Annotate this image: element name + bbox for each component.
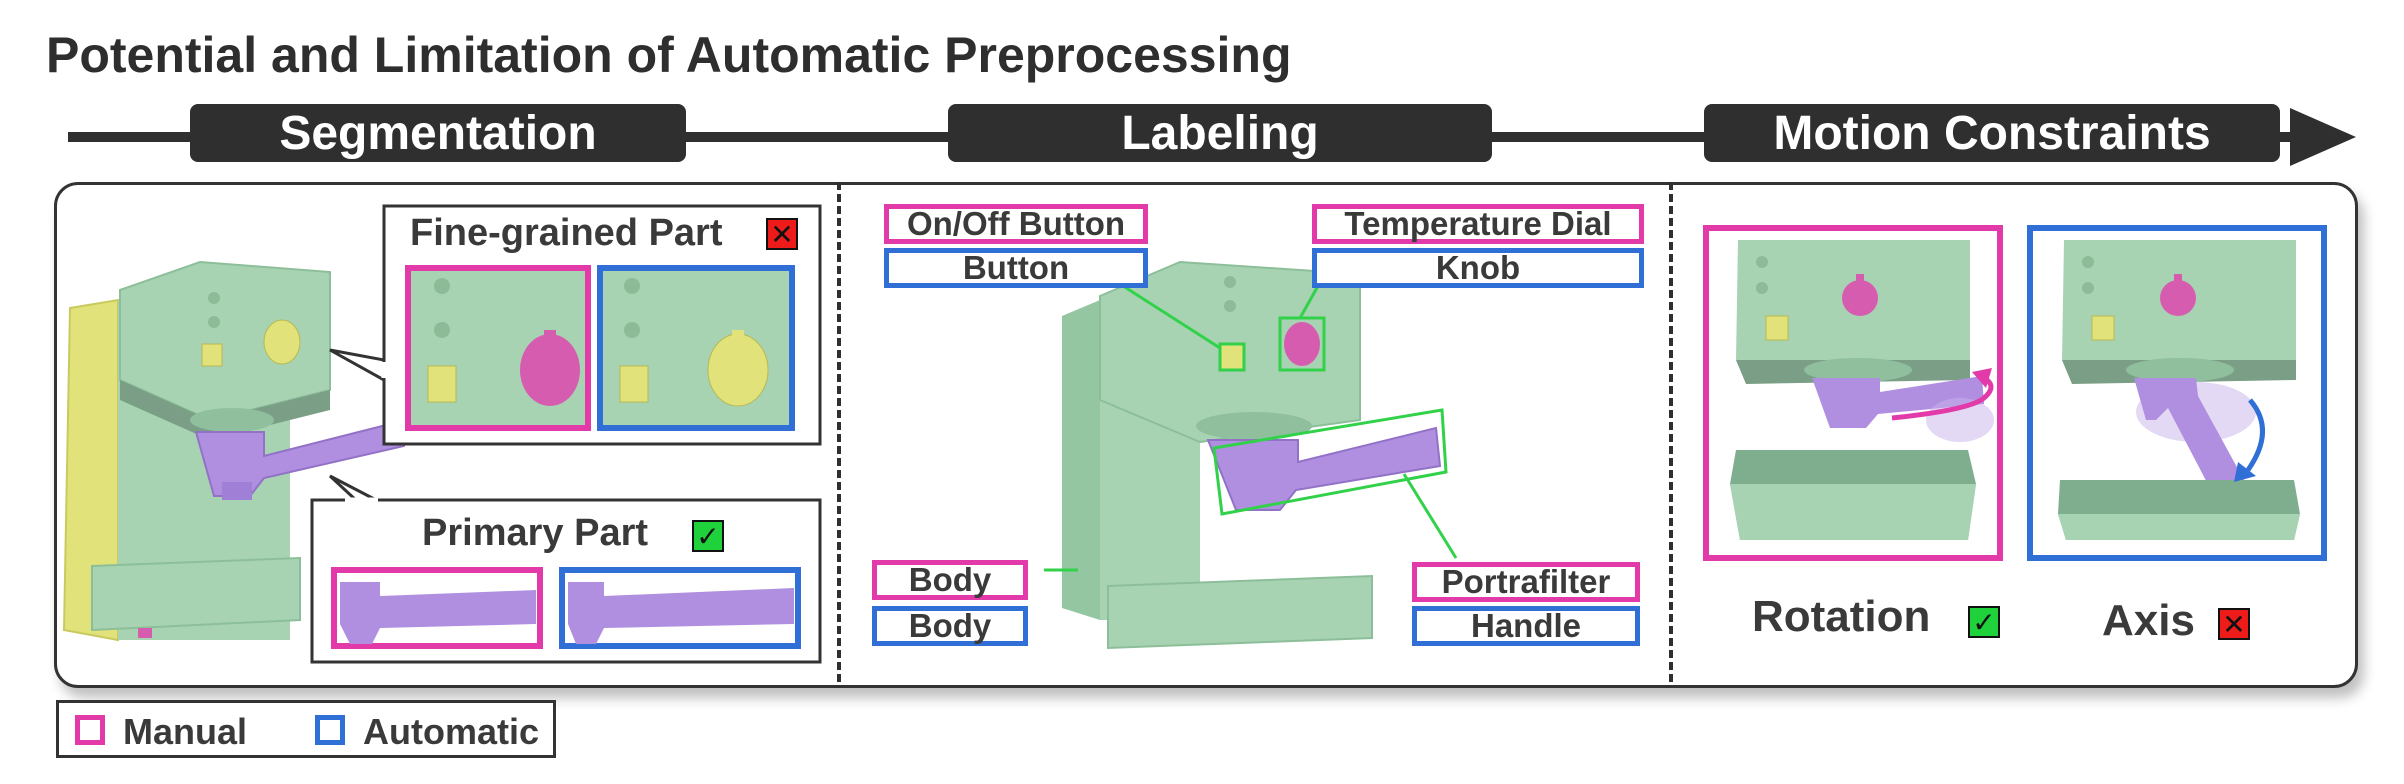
legend-automatic-swatch [315,715,345,745]
stage-labeling-label: Labeling [948,104,1492,162]
rotation-label: Rotation [1752,592,1931,641]
tag-body-manual: Body [872,560,1028,600]
labeling-drip-tray [1107,574,1373,650]
yellow-dial-part [263,319,301,365]
primary-title: Primary Part [422,512,649,554]
legend-automatic-label: Automatic [363,711,540,752]
divider-right [1669,182,1673,682]
divider-left [837,182,841,682]
labeling-onoff-button [1218,342,1246,372]
axis-arrow [2245,398,2265,472]
tag-temp-manual: Temperature Dial [1312,204,1644,244]
figure-title: Potential and Limitation of Automatic Pr… [46,27,1292,83]
legend: Manual Automatic [56,700,556,758]
legend-manual-label: Manual [123,711,248,752]
tag-onoff-manual: On/Off Button [884,204,1148,244]
legend-manual-swatch [75,715,105,745]
tag-filter-auto: Handle [1412,606,1640,646]
fine-grained-title: Fine-grained Part [410,212,723,254]
drip-tray [91,556,301,632]
labeling-temp-dial [1284,322,1320,366]
stage-segmentation-label: Segmentation [190,104,686,162]
tag-temp-auto: Knob [1312,248,1644,288]
rotation-arrow [1891,375,1994,421]
labeling-machine-body [1062,300,1100,620]
tag-onoff-auto: Button [884,248,1148,288]
fine-manual-dial [520,334,580,406]
tag-body-auto: Body [872,606,1028,646]
primary-check-mark: ✓ [692,520,724,552]
tag-filter-manual: Portrafilter [1412,562,1640,602]
yellow-button-part [201,343,223,367]
rotation-check-mark: ✓ [1968,606,2000,638]
axis-cross-mark: ✕ [2218,608,2250,640]
stage-motion-label: Motion Constraints [1704,104,2280,162]
axis-label: Axis [2102,596,2195,645]
fine-grained-cross-mark: ✕ [766,218,798,250]
